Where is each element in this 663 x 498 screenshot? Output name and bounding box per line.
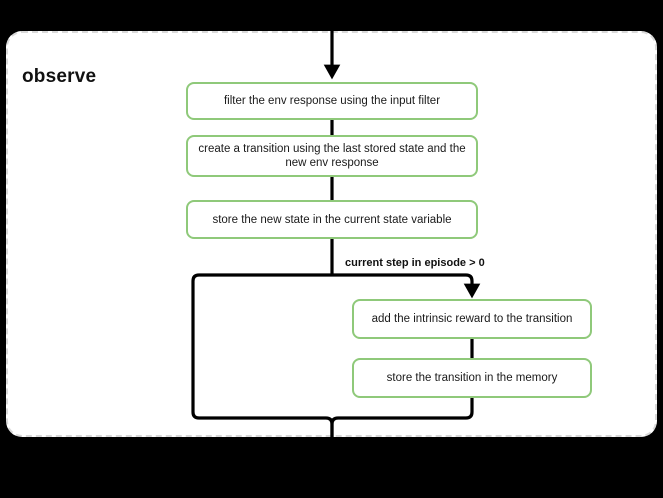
- edge-label-branch-condition: current step in episode > 0: [345, 257, 485, 269]
- process-node-store-new-state[interactable]: store the new state in the current state…: [186, 200, 478, 239]
- process-node-filter-env-response[interactable]: filter the env response using the input …: [186, 82, 478, 120]
- process-node-store-transition-memory[interactable]: store the transition in the memory: [352, 358, 592, 398]
- process-node-create-transition[interactable]: create a transition using the last store…: [186, 135, 478, 177]
- phase-title: observe: [22, 66, 97, 87]
- process-node-add-intrinsic-reward[interactable]: add the intrinsic reward to the transiti…: [352, 299, 592, 339]
